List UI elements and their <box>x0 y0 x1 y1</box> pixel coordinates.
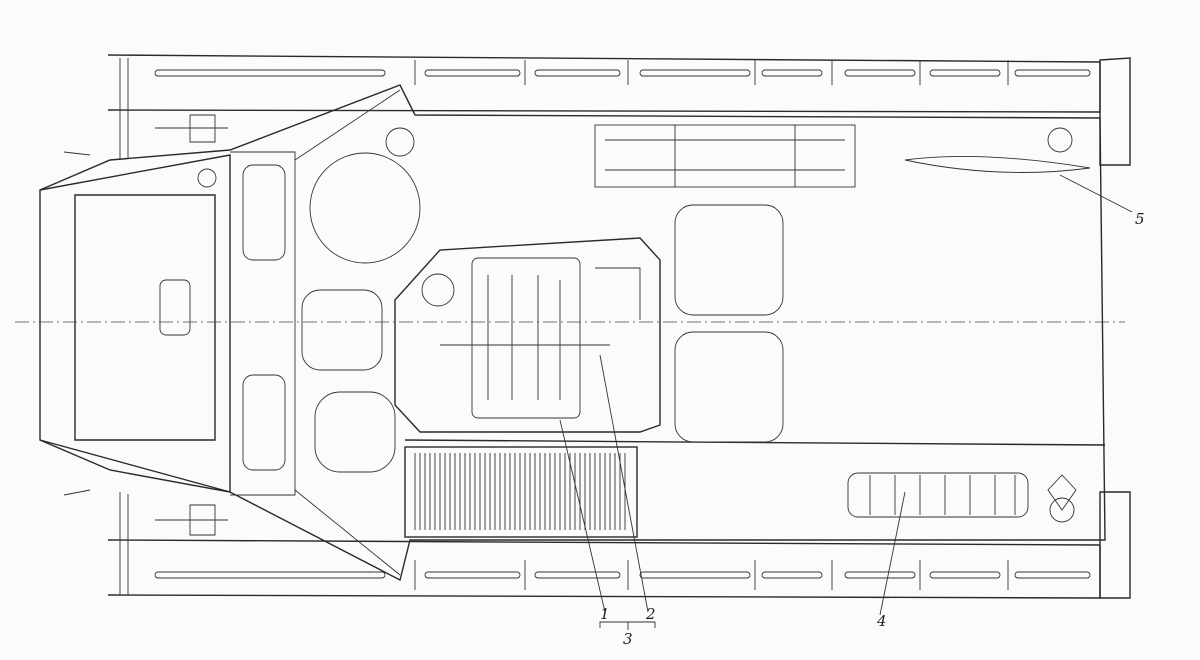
top-track-fender <box>107 54 1131 166</box>
callout-3: 3 <box>623 630 633 648</box>
engine-hatch-outline <box>394 237 661 433</box>
callout-1: 1 <box>600 605 610 623</box>
callout-4: 4 <box>877 612 887 630</box>
callout-2: 2 <box>646 605 656 623</box>
callout-leaders <box>559 174 1133 630</box>
bottom-track-fender <box>107 491 1131 599</box>
callout-5: 5 <box>1135 210 1145 228</box>
tow-cable <box>904 155 1091 173</box>
hull-body <box>15 84 1125 582</box>
spare-track-links <box>847 472 1029 518</box>
